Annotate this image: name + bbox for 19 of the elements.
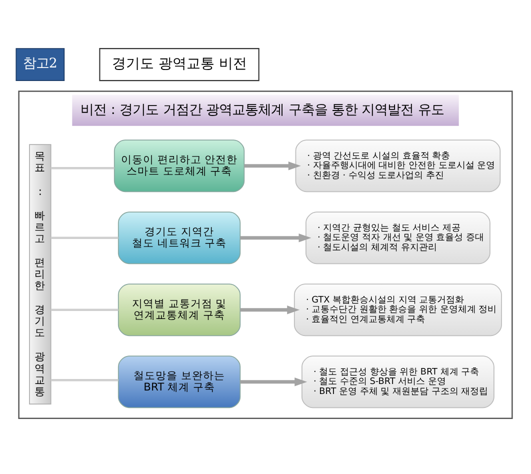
node-box: 참고2: [16, 48, 65, 81]
node-box: · GTX 복합환승시설의 지역 교통거점화 · 교통수단간 원활한 환승을 위한 운영체계 정비 · 효율적인 연계교통체계 구축: [294, 284, 502, 336]
node-box: 목표 : 빠르고 편리한 경기도 광역교통: [29, 144, 52, 405]
node-box: · 철도 접근성 향상을 위한 BRT 체계 구축 · 철도 수준의 S-BRT 서비스 운영 · BRT 운영 주체 및 재원분담 구조의 재정립: [302, 356, 494, 408]
node-box: · 지역간 균형있는 철도 서비스 제공 · 철도운영 적자 개선 및 운영 효율성 증대 · 철도시설의 체계적 유지관리: [306, 212, 490, 264]
node-box: 지역별 교통거점 및 연계교통체계 구축: [118, 284, 241, 336]
connector: [50, 379, 118, 382]
node-box: 경기도 지역간 철도 네트워크 구축: [118, 212, 241, 264]
arrow: [240, 378, 308, 386]
node-box: 철도망을 보완하는 BRT 체계 구축: [118, 356, 241, 408]
connector: [50, 308, 118, 311]
arrow: [240, 234, 312, 242]
node-box: 경기도 광역교통 비전: [99, 48, 260, 82]
arrow: [240, 306, 300, 314]
node-box: · 광역 간선도로 시설의 효율적 확충 · 자율주행시대에 대비한 안전한 도로시설 운영 · 친환경 · 수익성 도로사업의 추진: [295, 140, 501, 192]
arrow: [244, 162, 301, 170]
node-box: 이동이 편리하고 안전한 스마트 도로체계 구축: [114, 140, 245, 192]
connector: [50, 167, 114, 170]
connector: [50, 236, 118, 239]
